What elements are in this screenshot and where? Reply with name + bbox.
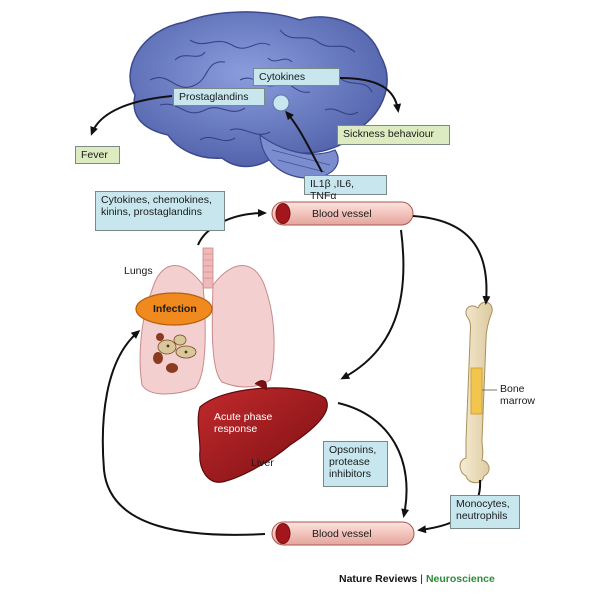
liver-label: Liver [251,457,274,469]
bone-illustration [459,301,497,484]
infection-label: Infection [153,303,197,315]
publisher-name: Nature Reviews [339,573,418,585]
infection-badge [135,292,213,326]
fever-box: Fever [75,146,120,164]
journal-name: Neuroscience [425,573,495,585]
monocytes-box: Monocytes, neutrophils [450,495,520,529]
bone-marrow-label: Bone marrow [500,383,536,407]
opsonins-box: Opsonins, protease inhibitors [323,441,388,487]
blood-vessel-top-label: Blood vessel [312,208,372,220]
sickness-behaviour-box: Sickness behaviour [337,125,450,145]
blood-vessel-top-shape [271,201,414,226]
infection-spots [153,333,197,373]
lungs-label: Lungs [124,265,153,277]
credit-separator: | [420,573,423,585]
blood-vessel-bottom-label: Blood vessel [312,528,372,540]
prostaglandins-box: Prostaglandins [173,88,265,106]
acute-phase-label: Acute phase response [214,411,273,435]
mediators-box: Cytokines, chemokines, kinins, prostagla… [95,191,225,231]
liver-illustration [197,380,328,483]
blood-vessel-bottom-shape [271,521,415,546]
cytokine-list-box: IL1β ,IL6, TNFα [304,175,387,202]
journal-credit: Nature Reviews|Neuroscience [339,573,495,585]
cytokines-box: Cytokines [253,68,340,86]
